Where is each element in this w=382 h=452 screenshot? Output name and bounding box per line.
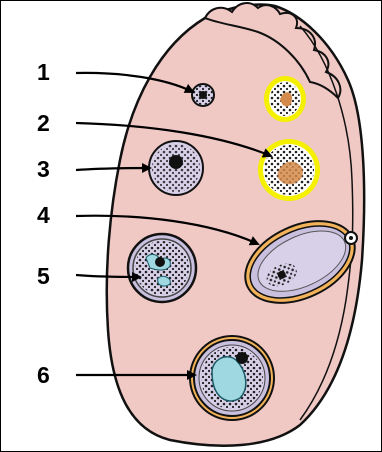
secondary-follicle (128, 234, 196, 302)
label-5: 5 (37, 263, 50, 289)
label-6: 6 (37, 362, 50, 388)
label-1: 1 (37, 59, 50, 85)
label-3: 3 (37, 156, 50, 182)
corpus-luteum-small (264, 76, 306, 122)
label-2: 2 (37, 110, 50, 136)
primordial-follicle (192, 84, 214, 106)
corpus-luteum-large (258, 139, 320, 201)
primary-follicle (149, 141, 203, 195)
label-4: 4 (37, 202, 50, 228)
graafian-follicle (190, 336, 274, 420)
rupture-point (345, 232, 357, 244)
